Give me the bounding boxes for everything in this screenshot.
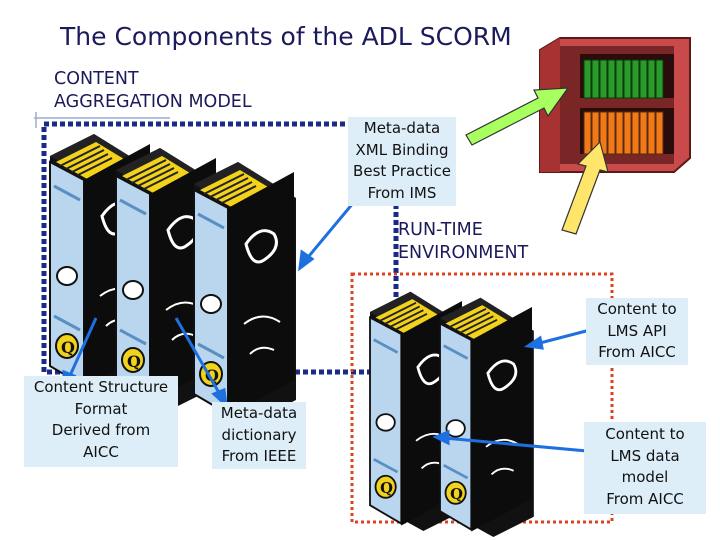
runtime-heading: RUN-TIME ENVIRONMENT — [398, 220, 529, 263]
green-arrow-icon — [465, 87, 570, 146]
page-title: The Components of the ADL SCORM — [60, 22, 512, 51]
metadata-xml-label: Meta-data XML Binding Best Practice From… — [348, 117, 456, 206]
yellow-arrow-icon — [561, 140, 609, 235]
content-structure-label: Content Structure Format Derived from AI… — [24, 376, 178, 467]
lms-data-model-label: Content to LMS data model From AICC — [584, 422, 706, 514]
aggregation-heading: CONTENT AGGREGATION MODEL — [54, 69, 252, 112]
metadata-dictionary-label: Meta-data dictionary From IEEE — [212, 402, 306, 469]
bookshelf-icon — [539, 37, 691, 173]
lms-api-label: Content to LMS API From AICC — [586, 298, 688, 365]
